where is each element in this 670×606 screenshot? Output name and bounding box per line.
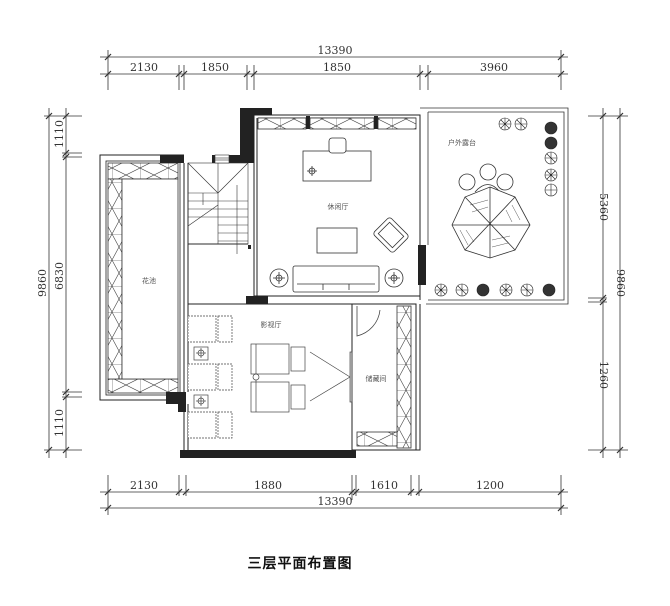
plant-icon xyxy=(544,121,558,135)
plant-icon xyxy=(514,117,528,131)
plant-icon xyxy=(520,283,534,297)
top-dimension-3: 1850 xyxy=(323,61,351,74)
top-dimension-1: 2130 xyxy=(130,61,158,74)
recliner-pair xyxy=(250,343,306,413)
room-label-home-theater: 影视厅 xyxy=(261,320,282,329)
armchair xyxy=(373,217,409,253)
top-dimension-4: 3960 xyxy=(480,61,508,74)
bottom-dimension-1: 2130 xyxy=(130,479,158,492)
bottom-dimension-2: 1880 xyxy=(254,479,282,492)
bottom-dimension-lines xyxy=(100,475,568,515)
storage-room xyxy=(356,305,412,449)
recliner xyxy=(187,411,233,439)
wall-outlines xyxy=(183,114,421,451)
flower-bed-area: 花池 xyxy=(99,154,184,401)
plant-icon xyxy=(476,283,490,297)
plant-icon xyxy=(542,283,556,297)
recliner xyxy=(187,315,233,343)
room-label-outdoor-terrace: 户外露台 xyxy=(448,138,476,147)
right-total-dimension: 9860 xyxy=(614,269,627,297)
drawing-title: 三层平面布置图 xyxy=(247,556,353,572)
outdoor-terrace-outline xyxy=(420,107,569,305)
left-dimension-1: 1110 xyxy=(53,120,66,148)
left-dimension-3: 1110 xyxy=(53,409,66,437)
patio-umbrella xyxy=(451,163,531,259)
side-lamp xyxy=(193,394,209,409)
left-dimension-lines xyxy=(44,108,82,458)
door-swing xyxy=(356,306,381,337)
home-theater-furniture xyxy=(187,315,353,439)
sofa xyxy=(292,265,380,293)
plant-icon xyxy=(499,283,513,297)
top-total-dimension: 13390 xyxy=(318,44,353,57)
plant-icon xyxy=(455,283,469,297)
plant-icon xyxy=(544,168,558,182)
right-dimension-lines xyxy=(588,108,628,458)
staircase xyxy=(187,154,249,254)
side-lamp xyxy=(193,346,209,361)
right-dimension-2: 1260 xyxy=(597,361,610,389)
coffee-table xyxy=(316,227,358,254)
desk-chair xyxy=(328,137,347,154)
top-dimension-lines xyxy=(100,50,568,90)
walls xyxy=(160,108,426,458)
bottom-dimension-3: 1610 xyxy=(370,479,398,492)
plant-icon xyxy=(544,136,558,150)
plant-icon xyxy=(434,283,448,297)
leisure-hall-furniture xyxy=(269,137,409,293)
floor-lamp-left xyxy=(269,268,289,288)
stair-post xyxy=(248,245,251,249)
plant-icon xyxy=(544,183,558,197)
desk xyxy=(302,150,372,182)
left-dimension-2: 6830 xyxy=(53,262,66,290)
plant-icon xyxy=(544,151,558,165)
floor-lamp-right xyxy=(384,268,404,288)
room-label-flower-bed: 花池 xyxy=(142,276,156,285)
terrace-plants xyxy=(434,117,558,297)
room-label-storage-room: 储藏间 xyxy=(366,374,387,383)
desk-lamp xyxy=(307,166,317,176)
plant-icon xyxy=(498,117,512,131)
bottom-total-dimension: 13390 xyxy=(318,495,353,508)
right-dimension-1: 5360 xyxy=(597,193,610,221)
left-total-dimension: 9860 xyxy=(36,269,49,297)
recliner xyxy=(187,363,233,391)
leisure-hall-windows xyxy=(257,116,417,130)
bottom-dimension-4: 1200 xyxy=(476,479,504,492)
room-label-leisure-hall: 休闲厅 xyxy=(328,202,349,211)
top-dimension-2: 1850 xyxy=(201,61,229,74)
